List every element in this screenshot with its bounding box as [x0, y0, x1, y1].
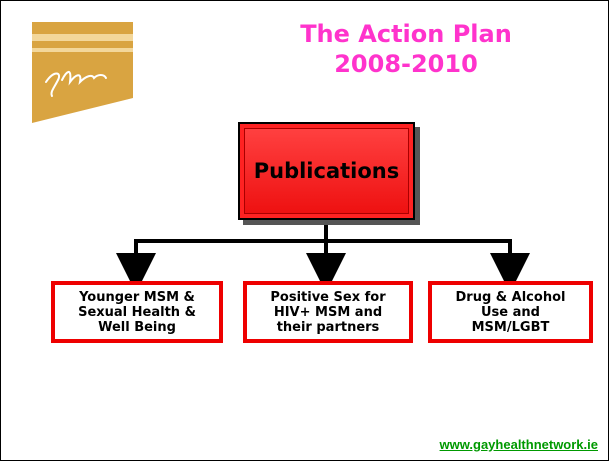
- logo-background: [32, 22, 133, 123]
- logo-script-mark: [45, 71, 107, 97]
- child-label: Positive Sex for HIV+ MSM and their part…: [270, 289, 386, 335]
- publications-label: Publications: [253, 159, 400, 183]
- ghn-logo: [32, 22, 133, 123]
- child-label: Younger MSM & Sexual Health & Well Being: [78, 289, 196, 335]
- logo-stripe: [32, 48, 133, 52]
- logo-stripe: [32, 34, 133, 41]
- child-label: Drug & Alcohol Use and MSM/LGBT: [455, 289, 566, 335]
- title-line-1: The Action Plan: [300, 20, 512, 48]
- title-line-2: 2008-2010: [334, 50, 478, 78]
- child-box-drug-alcohol: Drug & Alcohol Use and MSM/LGBT: [428, 281, 593, 343]
- publications-box: Publications: [238, 122, 415, 220]
- child-box-positive-sex: Positive Sex for HIV+ MSM and their part…: [243, 281, 413, 343]
- slide-title: The Action Plan 2008-2010: [211, 19, 601, 79]
- website-link[interactable]: www.gayhealthnetwork.ie: [439, 437, 598, 452]
- child-box-younger-msm: Younger MSM & Sexual Health & Well Being: [51, 281, 223, 343]
